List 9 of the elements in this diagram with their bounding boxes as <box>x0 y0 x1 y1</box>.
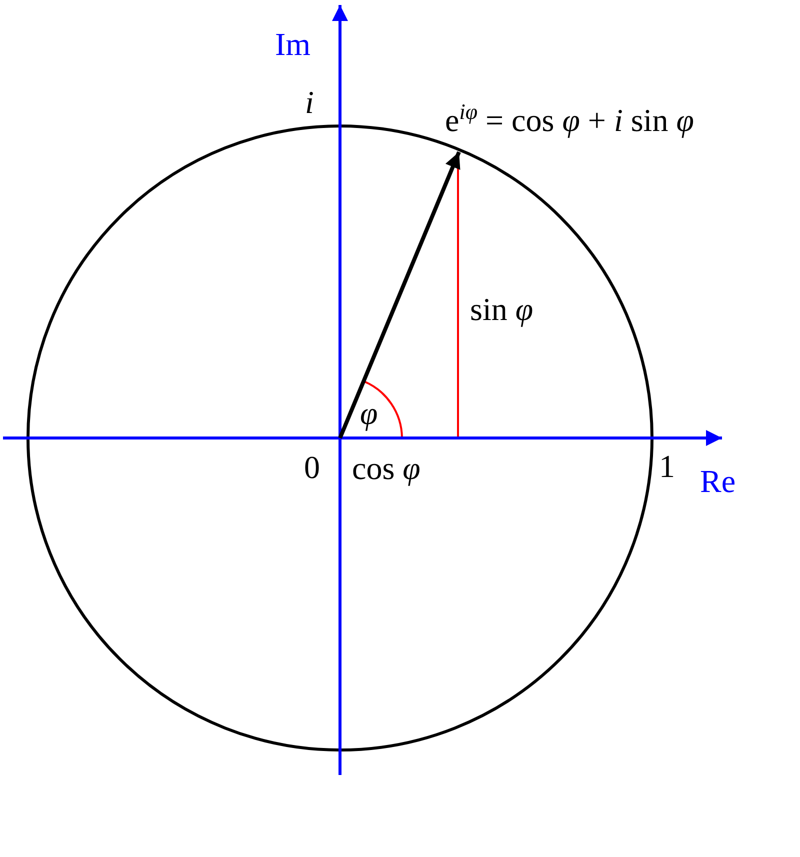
origin-label: 0 <box>304 451 320 483</box>
cosine-label: cos φ <box>352 452 420 484</box>
tick-label: 1 <box>659 450 675 482</box>
sine-label: sin φ <box>470 293 534 325</box>
formula-label: e$^{iφ}$ = cos φ + i sin φ <box>445 104 694 136</box>
point-label: i <box>305 86 314 118</box>
axis-label: Im <box>275 28 311 60</box>
axis-label: Re <box>700 465 736 497</box>
angle-label: φ <box>360 397 378 429</box>
